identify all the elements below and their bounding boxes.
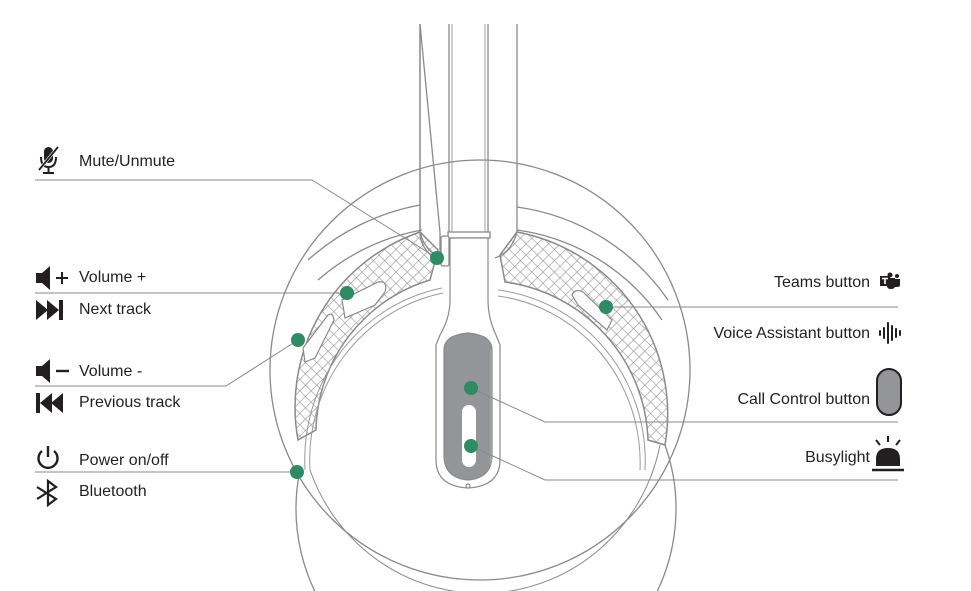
- call-control-button-dot[interactable]: [464, 381, 478, 395]
- next-track-icon: [36, 300, 63, 320]
- boom-arm: [435, 237, 501, 489]
- label-bluetooth: Bluetooth: [79, 483, 147, 500]
- mic-muted-icon: [37, 146, 60, 174]
- previous-track-icon: [36, 393, 63, 413]
- label-teams: Teams button: [773, 274, 870, 291]
- label-next-track: Next track: [79, 301, 152, 318]
- headband: [419, 23, 518, 267]
- mute-button-dot[interactable]: [430, 251, 444, 265]
- power-icon: [37, 446, 59, 469]
- volume-up-button-dot[interactable]: [340, 286, 354, 300]
- ear-cup-outline: [269, 159, 691, 591]
- leader-lines: [35, 179, 898, 481]
- bluetooth-icon: [36, 479, 58, 507]
- label-busylight: Busylight: [805, 449, 870, 466]
- volume-down-icon: [36, 359, 69, 383]
- callout-dots: [290, 251, 613, 479]
- volume-down-button-dot[interactable]: [291, 333, 305, 347]
- label-voice-assistant: Voice Assistant button: [713, 325, 870, 342]
- label-volume-down: Volume -: [79, 363, 143, 380]
- power-button-dot[interactable]: [290, 465, 304, 479]
- busylight-dot[interactable]: [464, 439, 478, 453]
- label-power: Power on/off: [79, 452, 169, 469]
- voice-assistant-icon: [879, 322, 901, 344]
- busylight-icon: [872, 436, 904, 472]
- teams-button-dot[interactable]: [599, 300, 613, 314]
- label-previous-track: Previous track: [79, 394, 181, 411]
- teams-icon: [880, 272, 900, 289]
- label-volume-up: Volume +: [79, 269, 147, 286]
- call-control-icon: [876, 368, 902, 416]
- label-mute: Mute/Unmute: [79, 153, 176, 170]
- ear-cup-buttons: [302, 281, 613, 363]
- volume-up-icon: [36, 266, 68, 290]
- label-call-control: Call Control button: [737, 391, 870, 408]
